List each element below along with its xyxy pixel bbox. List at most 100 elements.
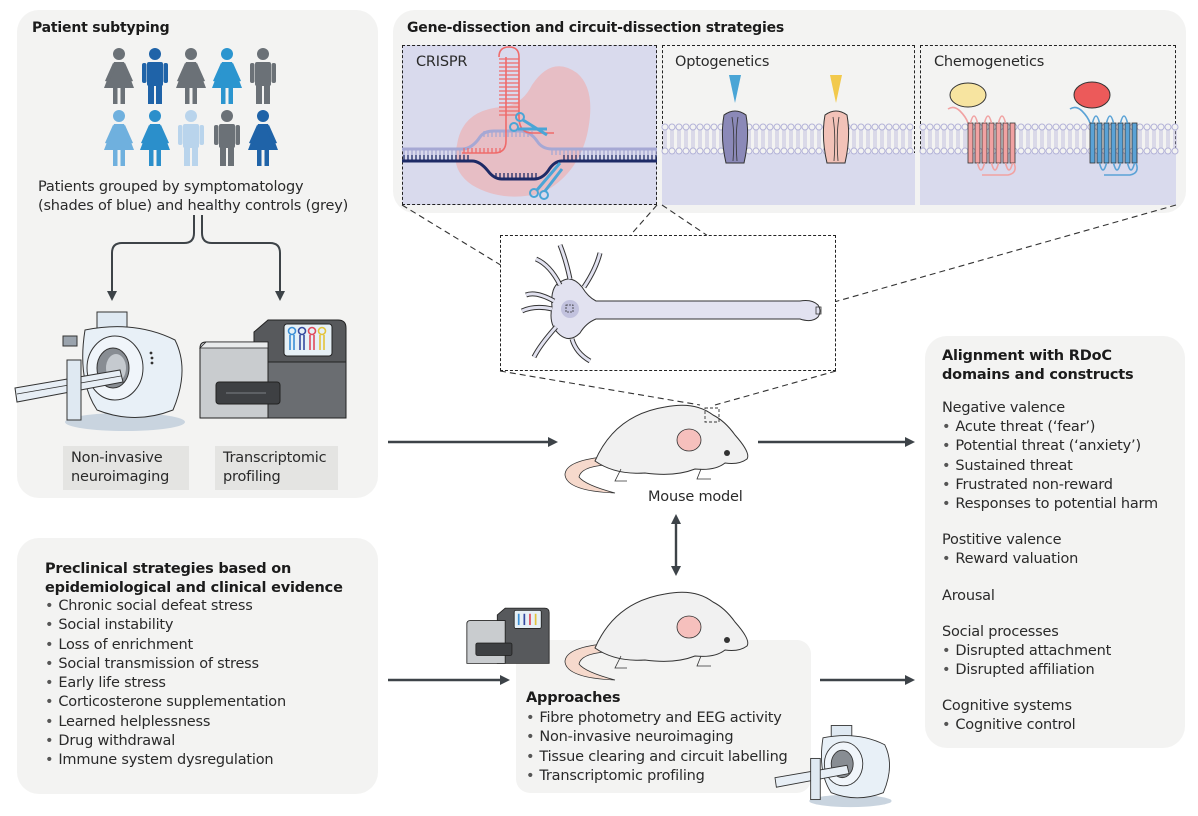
male-person-icon: [214, 110, 240, 166]
mouse-model-illustration: [564, 404, 749, 494]
rdoc-domain-group: Postitive valenceReward valuation: [942, 531, 1158, 569]
rdoc-construct-list: Acute threat (‘fear’)Potential threat (‘…: [942, 418, 1158, 514]
neuroimaging-label: Non-invasive neuroimaging: [63, 446, 189, 490]
optogenetics-label: Optogenetics: [675, 54, 770, 70]
approach-item: Non-invasive neuroimaging: [526, 728, 788, 747]
female-person-icon: [248, 110, 278, 166]
rdoc-construct-item: Sustained threat: [942, 457, 1158, 476]
rdoc-domain-group: Arousal: [942, 587, 1158, 606]
rdoc-construct-item: Frustrated non-reward: [942, 476, 1158, 495]
scissors-icon-top: [509, 112, 548, 137]
neuroimaging-label-line2: neuroimaging: [71, 469, 170, 485]
rdoc-construct-list: Reward valuation: [942, 550, 1158, 569]
female-person-icon: [176, 48, 206, 104]
patient-subtyping-title: Patient subtyping: [32, 20, 170, 36]
female-person-icon: [104, 48, 134, 104]
rna-hairpins: [287, 326, 327, 350]
preclinical-strategy-item: Early life stress: [45, 674, 286, 693]
rdoc-domain-group: Social processesDisrupted attachmentDisr…: [942, 623, 1158, 681]
rdoc-construct-list: Disrupted attachmentDisrupted affiliatio…: [942, 642, 1158, 681]
preclinical-title-line2: epidemiological and clinical evidence: [45, 580, 343, 596]
scissors-icon-bottom: [529, 162, 564, 200]
neuroimaging-label-line1: Non-invasive: [71, 450, 163, 466]
rdoc-domain-heading: Cognitive systems: [942, 698, 1072, 715]
mouse-tail: [564, 456, 616, 494]
rdoc-construct-item: Cognitive control: [942, 716, 1158, 735]
rdoc-construct-list: Cognitive control: [942, 716, 1158, 735]
dna-top-strand: [402, 129, 657, 151]
female-person-icon: [104, 110, 134, 166]
approaches-title: Approaches: [526, 690, 621, 706]
patients-caption-line2: (shades of blue) and healthy controls (g…: [38, 198, 349, 214]
preclinical-strategy-item: Social instability: [45, 616, 286, 635]
preclinical-strategy-item: Corticosterone supplementation: [45, 693, 286, 712]
rdoc-title-line2: domains and constructs: [942, 367, 1134, 383]
rdoc-construct-item: Potential threat (‘anxiety’): [942, 437, 1158, 456]
rdoc-domain-group: Cognitive systemsCognitive control: [942, 697, 1158, 735]
mouse-ear: [676, 428, 702, 452]
male-person-icon: [142, 48, 168, 104]
crispr-label: CRISPR: [416, 54, 468, 70]
rdoc-domain-heading: Negative valence: [942, 400, 1065, 416]
rdoc-construct-item: Acute threat (‘fear’): [942, 418, 1158, 437]
branch-arrows: [107, 215, 285, 301]
transcriptomic-label: Transcriptomic profiling: [215, 446, 338, 490]
ligand-red: [1073, 81, 1111, 109]
blue-light-icon: [729, 75, 741, 103]
female-person-icon: [212, 48, 242, 104]
female-person-icon: [140, 110, 170, 166]
preclinical-title-line1: Preclinical strategies based on: [45, 561, 292, 577]
rdoc-construct-item: Disrupted affiliation: [942, 661, 1158, 680]
transcriptomic-label-line1: Transcriptomic: [223, 450, 327, 466]
approach-item: Transcriptomic profiling: [526, 767, 788, 786]
mouse-approaches-illustration: [564, 591, 749, 681]
optogenetics-illustration: [661, 75, 915, 205]
rdoc-construct-item: Disrupted attachment: [942, 642, 1158, 661]
preclinical-title: Preclinical strategies based on epidemio…: [45, 560, 343, 598]
preclinical-strategy-item: Drug withdrawal: [45, 732, 286, 751]
preclinical-strategy-item: Loss of enrichment: [45, 636, 286, 655]
approach-item: Tissue clearing and circuit labelling: [526, 748, 787, 767]
patient-icons-grid: [104, 48, 278, 166]
rdoc-construct-item: Responses to potential harm: [942, 495, 1158, 514]
dreadd-receptor-blue: [1069, 106, 1138, 176]
mri-scanner-icon: [14, 311, 185, 431]
preclinical-strategy-list: Chronic social defeat stressSocial insta…: [45, 597, 286, 771]
arrowhead-right: [275, 291, 285, 301]
rdoc-title-line1: Alignment with RDoC: [942, 348, 1112, 364]
gene-dissection-title: Gene-dissection and circuit-dissection s…: [407, 20, 785, 36]
mouse-eye: [724, 450, 730, 456]
rdoc-domain-heading: Postitive valence: [942, 532, 1062, 549]
sequencer-icon: [199, 319, 347, 419]
rdoc-domain-heading: Social processes: [942, 623, 1059, 640]
neuron-illustration: [520, 244, 822, 364]
preclinical-strategy-item: Chronic social defeat stress: [45, 597, 286, 616]
dna-bottom-strand: [402, 159, 657, 181]
dreadd-receptor-pink: [947, 106, 1016, 176]
chemogenetics-label: Chemogenetics: [934, 54, 1045, 70]
ligand-yellow: [949, 82, 987, 108]
yellow-light-icon: [830, 75, 842, 103]
mri-small-icon: [774, 725, 892, 808]
preclinical-strategy-item: Social transmission of stress: [45, 655, 286, 674]
opsin-channel-pink: [822, 110, 850, 164]
chemogenetics-illustration: [919, 81, 1179, 205]
mouse-body: [594, 404, 749, 475]
rdoc-domain-heading: Arousal: [942, 587, 995, 604]
transcriptomic-label-line2: profiling: [223, 469, 281, 485]
approaches-list: Fibre photometry and EEG activityNon-inv…: [526, 709, 788, 786]
rdoc-domain-list: Negative valenceAcute threat (‘fear’)Pot…: [942, 399, 1158, 753]
arrowhead-left: [107, 291, 117, 301]
mouse-model-label: Mouse model: [648, 489, 743, 505]
branch-arrow-right: [201, 215, 281, 293]
male-person-icon: [250, 48, 276, 104]
crispr-illustration: [402, 46, 657, 200]
rdoc-domain-group: Negative valenceAcute threat (‘fear’)Pot…: [942, 399, 1158, 514]
sequencer-small-icon: [466, 607, 550, 664]
preclinical-strategy-item: Immune system dysregulation: [45, 751, 286, 770]
preclinical-strategy-item: Learned helplessness: [45, 713, 286, 732]
nucleus: [561, 300, 579, 318]
rdoc-construct-item: Reward valuation: [942, 550, 1158, 569]
rdoc-title: Alignment with RDoC domains and construc…: [942, 347, 1134, 385]
